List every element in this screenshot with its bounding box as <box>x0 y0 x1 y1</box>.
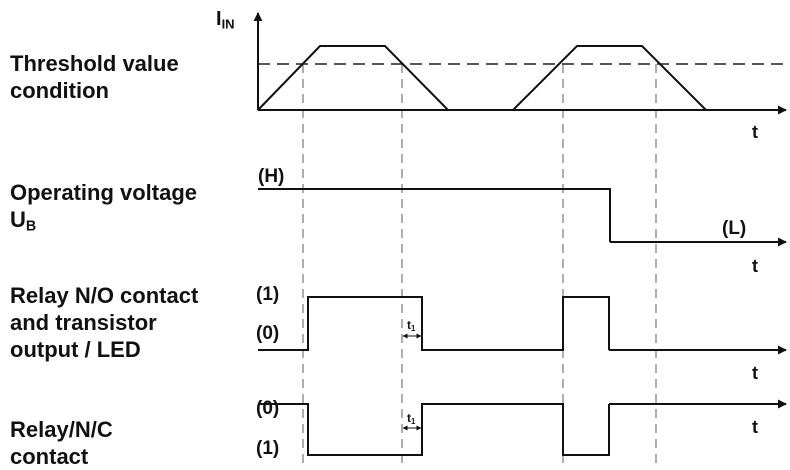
current-waveform <box>257 45 707 111</box>
time-label-no: t <box>752 363 758 383</box>
threshold-label: Threshold value condition <box>10 51 179 103</box>
no-contact-waveform <box>258 296 610 351</box>
nc-top-label: (0) <box>256 398 280 419</box>
current-axis-label: IIN <box>216 8 235 32</box>
no-contact-label: Relay N/O contact and transistor output … <box>10 283 199 362</box>
voltage-label: Operating voltage UB <box>10 180 198 235</box>
nc-contact-waveform <box>258 403 610 456</box>
delay-label-nc: t1 <box>407 411 416 426</box>
delay-label-no: t1 <box>407 318 416 333</box>
nc-contact-label: Relay/N/C contact <box>10 417 113 469</box>
time-label-nc: t <box>752 417 758 437</box>
time-label-voltage: t <box>752 256 758 276</box>
voltage-low-label: (L) <box>722 218 747 239</box>
voltage-waveform <box>258 188 611 242</box>
nc-bottom-label: (1) <box>256 438 280 459</box>
no-low-label: (0) <box>256 323 280 344</box>
no-high-label: (1) <box>256 284 280 305</box>
voltage-high-label: (H) <box>258 166 285 187</box>
time-label-current: t <box>752 122 758 142</box>
